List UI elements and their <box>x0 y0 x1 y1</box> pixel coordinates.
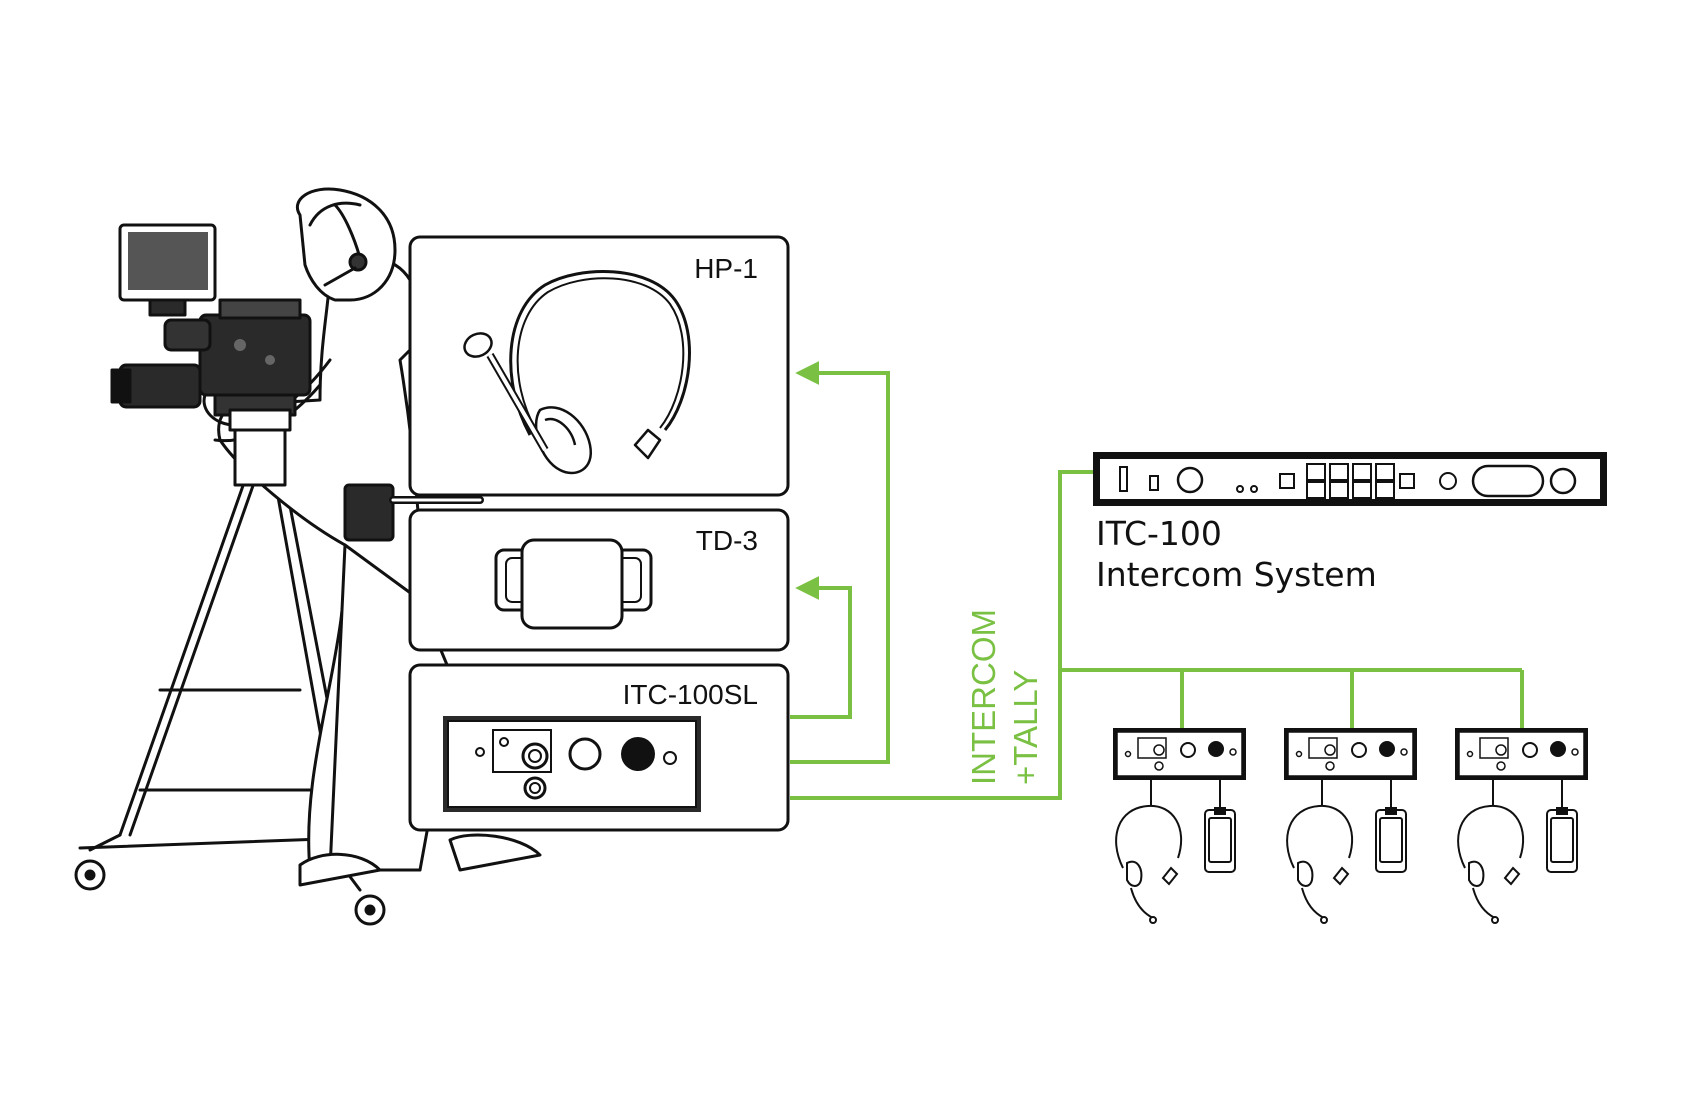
beltpack-station-icon <box>1455 728 1588 924</box>
beltpack-front-panel <box>443 716 701 812</box>
hp1-label: HP-1 <box>694 253 758 284</box>
headset-icon <box>463 270 691 475</box>
station-tally-icon <box>1375 807 1407 873</box>
itc100-model-label: ITC-100 <box>1096 514 1222 553</box>
worn-beltpack <box>343 483 395 542</box>
station-headset-icon <box>1286 804 1354 924</box>
station-tally-icon <box>1546 807 1578 873</box>
itc100sl-label: ITC-100SL <box>623 679 758 710</box>
link-label: INTERCOM +TALLY <box>965 609 1044 785</box>
camera <box>110 223 312 417</box>
itc100-rack-unit <box>1093 452 1607 506</box>
itc100sl-box: ITC-100SL <box>408 663 790 832</box>
itc100-name-label: Intercom System <box>1096 555 1377 594</box>
signal-links <box>790 361 1524 800</box>
tally-light-icon <box>494 538 653 630</box>
tripod <box>78 478 362 892</box>
beltpack-station-icon <box>1113 728 1246 924</box>
link-intercom-tally <box>790 470 1098 800</box>
link-to-td3 <box>790 576 852 719</box>
td3-label: TD-3 <box>696 525 758 556</box>
link-to-hp1 <box>790 361 890 764</box>
link-label-line1: INTERCOM <box>965 609 1002 785</box>
td3-box: TD-3 <box>408 508 790 652</box>
hp1-box: HP-1 <box>408 235 790 497</box>
link-label-line2: +TALLY <box>1007 670 1044 785</box>
station-headset-icon <box>1457 804 1525 924</box>
station-headset-icon <box>1115 804 1183 924</box>
station-tally-icon <box>1204 807 1236 873</box>
beltpack-station-icon <box>1284 728 1417 924</box>
remote-stations <box>1113 728 1588 924</box>
operator-head <box>296 187 397 302</box>
